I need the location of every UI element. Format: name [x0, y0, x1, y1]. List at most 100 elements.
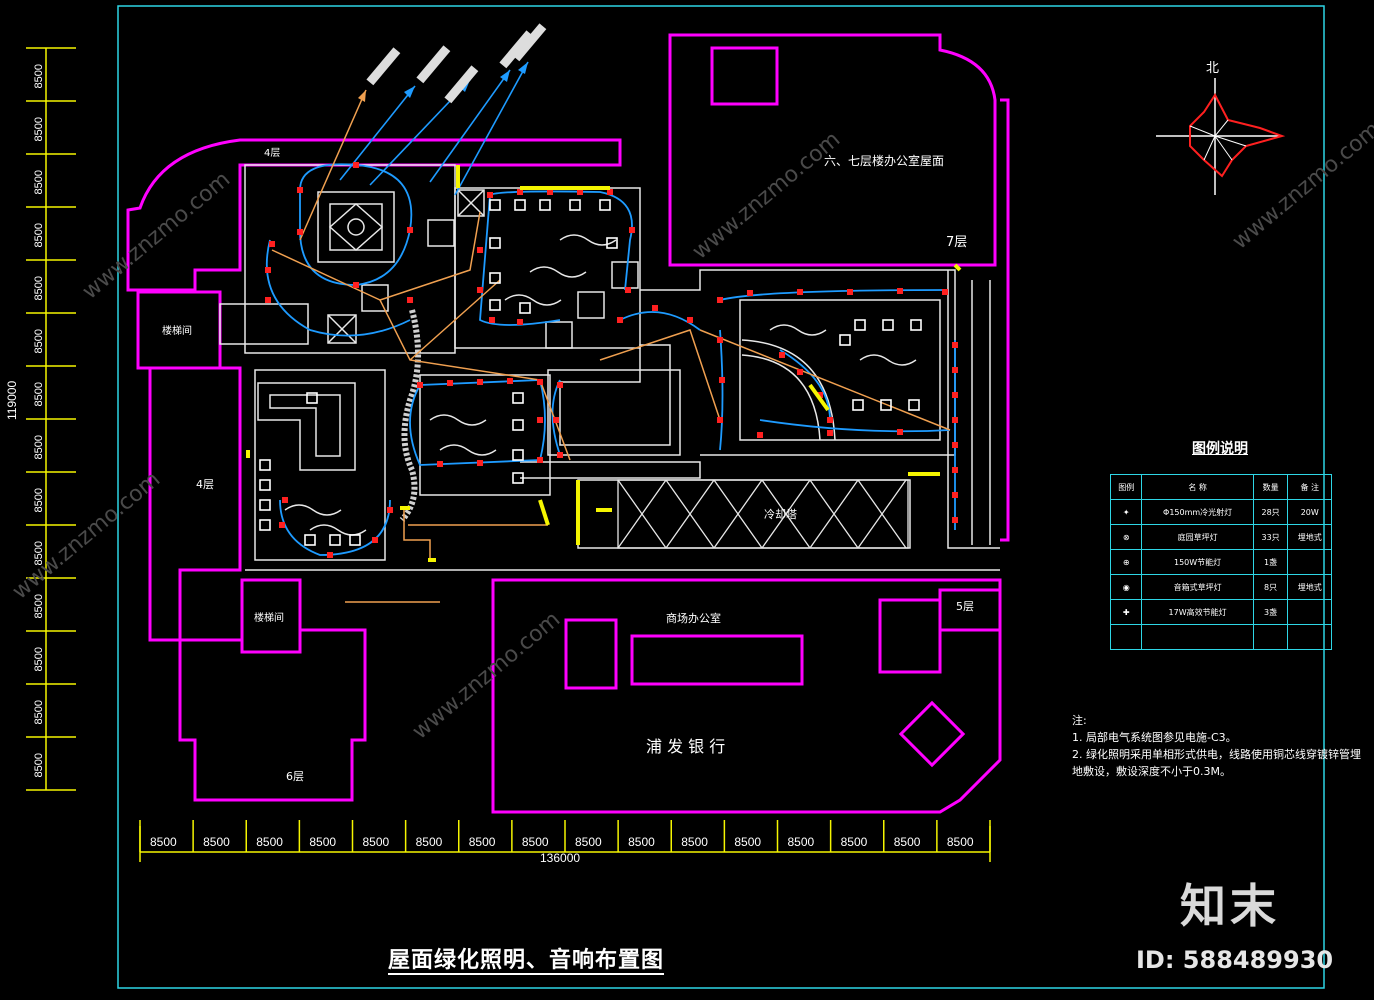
horizontal-dimension-label: 8500 [309, 835, 336, 849]
svg-text:www.znzmo.com: www.znzmo.com [688, 127, 845, 265]
legend-symbol: ⊗ [1109, 524, 1143, 550]
label-commercial: 商场办公室 [666, 611, 721, 625]
lamp-marker [652, 305, 658, 311]
vertical-dimension-label: 8500 [33, 329, 45, 353]
legend-title: 图例说明 [1192, 441, 1248, 457]
legend-row [1109, 624, 1332, 650]
uplight-markers [259, 199, 922, 546]
lamp-marker [353, 162, 359, 168]
vertical-dimension-label: 8500 [33, 700, 45, 724]
uplight-marker [519, 302, 531, 314]
vertical-dimension-labels: 8500 8500 8500 8500 8500 8500 8500 8500 8500 8500… [33, 64, 45, 777]
horizontal-dimension-label: 8500 [522, 835, 549, 849]
uplight-marker [489, 299, 501, 311]
lamp-markers [265, 162, 958, 558]
lamp-marker [477, 460, 483, 466]
vertical-dimension-label: 8500 [33, 753, 45, 777]
uplight-marker [259, 459, 271, 471]
uplight-marker [908, 399, 920, 411]
horizontal-dimension-label: 8500 [203, 835, 230, 849]
notes-line-1: 1. 局部电气系统图参见电施-C3。 [1072, 731, 1237, 744]
uplight-marker [512, 449, 524, 461]
lamp-marker [265, 267, 271, 273]
water-waves [284, 234, 917, 536]
horizontal-dimension-label: 8500 [681, 835, 708, 849]
lamp-marker [817, 392, 823, 398]
lamp-marker [952, 417, 958, 423]
rock-path [399, 309, 421, 523]
planter-boxes [327, 189, 639, 349]
horizontal-dimension-label: 8500 [363, 835, 390, 849]
uplight-marker [880, 399, 892, 411]
uplight-marker [539, 199, 551, 211]
vertical-dimension-label: 8500 [33, 117, 45, 141]
label-bank: 浦 发 银 行 [646, 737, 725, 756]
horizontal-dimension-ticks [139, 820, 991, 852]
vertical-total-label: 119000 [5, 381, 19, 420]
uplight-marker [512, 419, 524, 431]
lamp-marker [952, 442, 958, 448]
legend-row: ✦ Φ150mm冷光射灯 28只 20W [1109, 499, 1332, 525]
vertical-dimension-label: 8500 [33, 223, 45, 247]
svg-text:www.znzmo.com: www.znzmo.com [8, 467, 165, 605]
vertical-dimension [26, 47, 76, 791]
uplight-marker [514, 199, 526, 211]
legend-symbol: ⊕ [1109, 549, 1143, 575]
yellow-conduits [246, 165, 962, 562]
label-cooling: 冷却塔 [764, 508, 797, 521]
lamp-marker [952, 517, 958, 523]
uplight-marker [306, 392, 318, 404]
ornamental-plaza [317, 191, 395, 263]
cable-labels [366, 23, 547, 104]
lamp-marker [282, 497, 288, 503]
legend-note [1287, 599, 1332, 625]
lamp-marker [372, 537, 378, 543]
drawing-notes: 注: 1. 局部电气系统图参见电施-C3。 2. 绿化照明采用单相形式供电，线路… [1072, 712, 1362, 780]
uplight-marker [329, 534, 341, 546]
room-labels: 六、七层楼办公室屋面 7层 4层 4层 楼梯间 楼梯间 6层 5层 商场办公室 … [162, 147, 974, 783]
label-floor4-left: 4层 [196, 478, 214, 491]
legend-name: 150W节能灯 [1141, 549, 1254, 575]
horizontal-dimension-label: 8500 [416, 835, 443, 849]
lamp-marker [847, 289, 853, 295]
watermark-brand: 知末 [1180, 879, 1280, 933]
vertical-dimension-label: 8500 [33, 594, 45, 618]
lighting-circuits [265, 163, 956, 556]
legend-note [1287, 549, 1332, 575]
vertical-dimension-label: 8500 [33, 382, 45, 406]
legend-name: 音箱式草坪灯 [1141, 574, 1254, 600]
lamp-marker [477, 287, 483, 293]
legend-name: Φ150mm冷光射灯 [1141, 499, 1254, 525]
lamp-marker [537, 457, 543, 463]
horizontal-dimension-label: 8500 [150, 835, 177, 849]
vertical-dimension-label: 8500 [33, 541, 45, 565]
lamp-marker [577, 189, 583, 195]
lamp-marker [477, 247, 483, 253]
uplight-marker [259, 479, 271, 491]
lamp-marker [897, 429, 903, 435]
horizontal-dimension-label: 8500 [841, 835, 868, 849]
lamp-marker [897, 288, 903, 294]
uplight-marker [512, 392, 524, 404]
lamp-marker [417, 382, 423, 388]
vertical-dimension-label: 8500 [33, 647, 45, 671]
horizontal-dimension-label: 8500 [947, 835, 974, 849]
vertical-dimension-label: 8500 [33, 488, 45, 512]
notes-heading: 注: [1072, 714, 1087, 727]
lamp-marker [779, 352, 785, 358]
legend-note: 埋地式 [1287, 574, 1332, 600]
legend-name: 17W高效节能灯 [1141, 599, 1254, 625]
legend-symbol: ◉ [1109, 574, 1143, 600]
lamp-marker [797, 289, 803, 295]
legend-qty: 1盏 [1252, 549, 1289, 575]
legend-row: ◉ 音箱式草坪灯 8只 埋地式 [1109, 574, 1332, 600]
legend-note: 20W [1287, 499, 1332, 525]
lamp-marker [629, 227, 635, 233]
uplight-marker [599, 199, 611, 211]
lamp-marker [477, 379, 483, 385]
lamp-marker [265, 297, 271, 303]
vertical-dimension-label: 8500 [33, 170, 45, 194]
legend-row: ⊗ 庭园草坪灯 33只 埋地式 [1109, 524, 1332, 550]
